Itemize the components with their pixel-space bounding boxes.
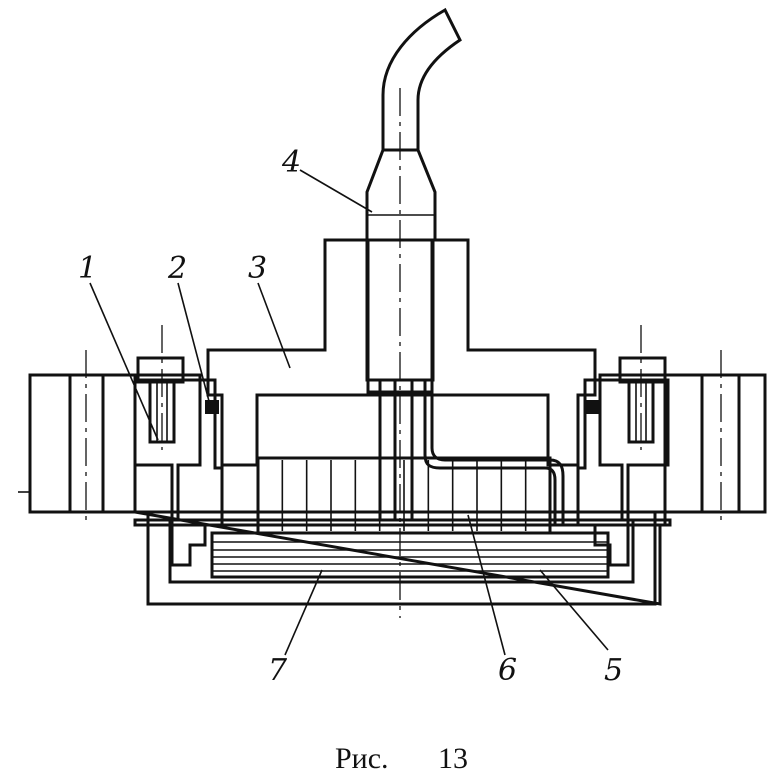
callout-1: 1 (78, 251, 97, 286)
callout-5: 5 (604, 653, 623, 688)
seal-part-2 (205, 400, 600, 414)
outer-housing (28, 373, 767, 606)
caption-number: 13 (438, 742, 468, 775)
caption-prefix: Рис. (335, 742, 389, 775)
connector-part-4 (365, 7, 565, 525)
callout-6: 6 (498, 653, 517, 688)
callout-2: 2 (167, 251, 187, 286)
callout-4: 4 (281, 145, 301, 180)
right-ring (576, 356, 670, 567)
callout-3: 3 (248, 251, 267, 286)
callout-7: 7 (268, 653, 288, 688)
plate-layers-part-5 (210, 531, 610, 579)
leader-lines (89, 169, 609, 656)
